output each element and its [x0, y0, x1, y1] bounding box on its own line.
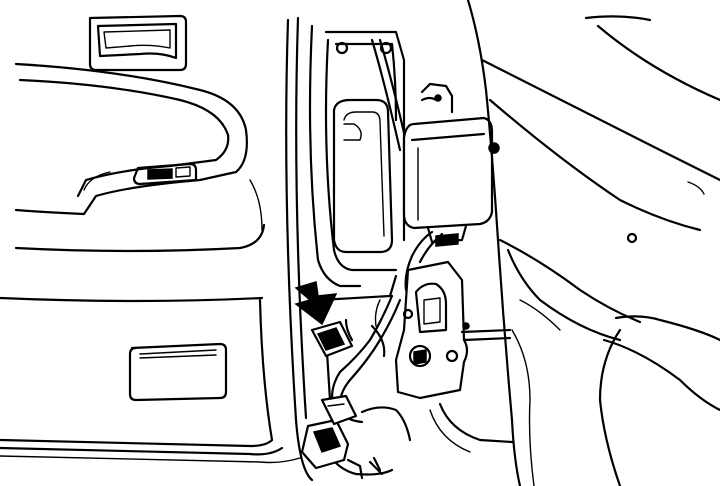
seat [429, 0, 720, 486]
pointer-arrow [294, 281, 338, 326]
seat-belt-retractor [370, 38, 500, 247]
door-handle [88, 14, 188, 72]
door-trim-panel [0, 62, 266, 303]
door-edge [0, 298, 301, 464]
window-switch [132, 162, 198, 186]
lower-bracket [394, 260, 512, 400]
connector [300, 320, 384, 480]
wiring-harness [328, 230, 444, 476]
door-pocket [128, 342, 228, 402]
